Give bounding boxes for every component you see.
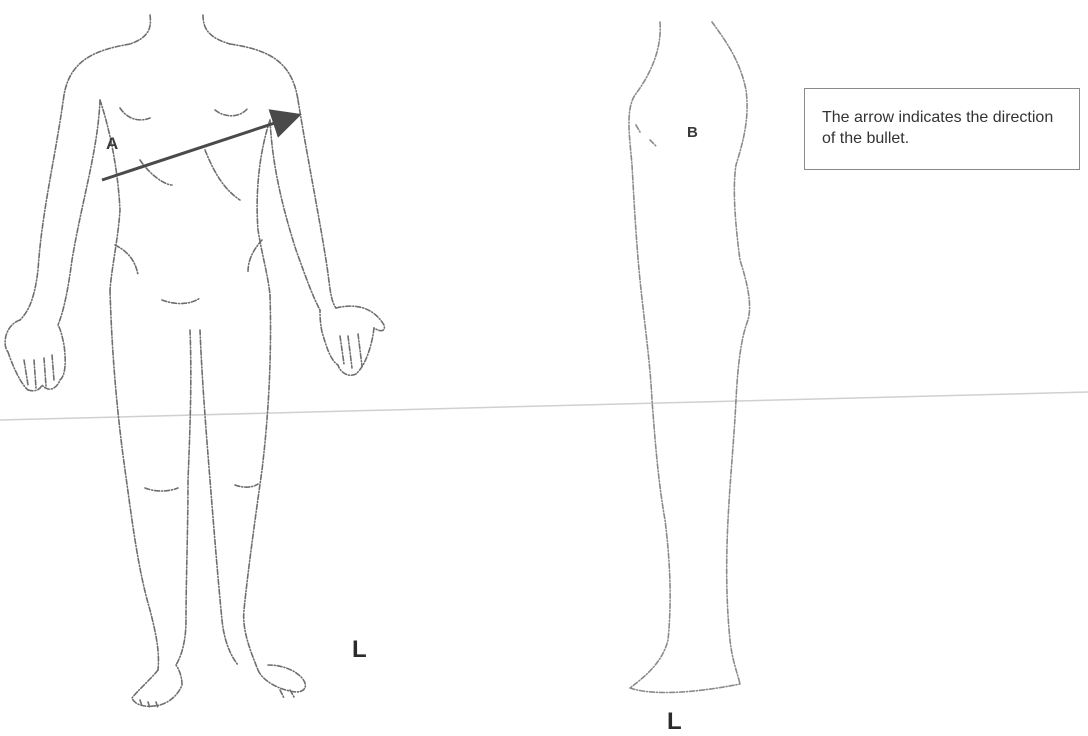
note-text: The arrow indicates the direction of the…: [822, 107, 1067, 149]
bullet-direction-arrow: [102, 116, 296, 180]
separator-line: [0, 392, 1088, 420]
side-left-side-marker: L: [667, 708, 682, 736]
note-box: The arrow indicates the direction of the…: [804, 88, 1080, 170]
side-body-outline: [629, 22, 750, 693]
front-body-outline: [5, 15, 384, 708]
exit-wound-label: B: [687, 124, 698, 141]
front-left-side-marker: L: [352, 636, 367, 664]
entry-wound-label: A: [106, 134, 118, 154]
